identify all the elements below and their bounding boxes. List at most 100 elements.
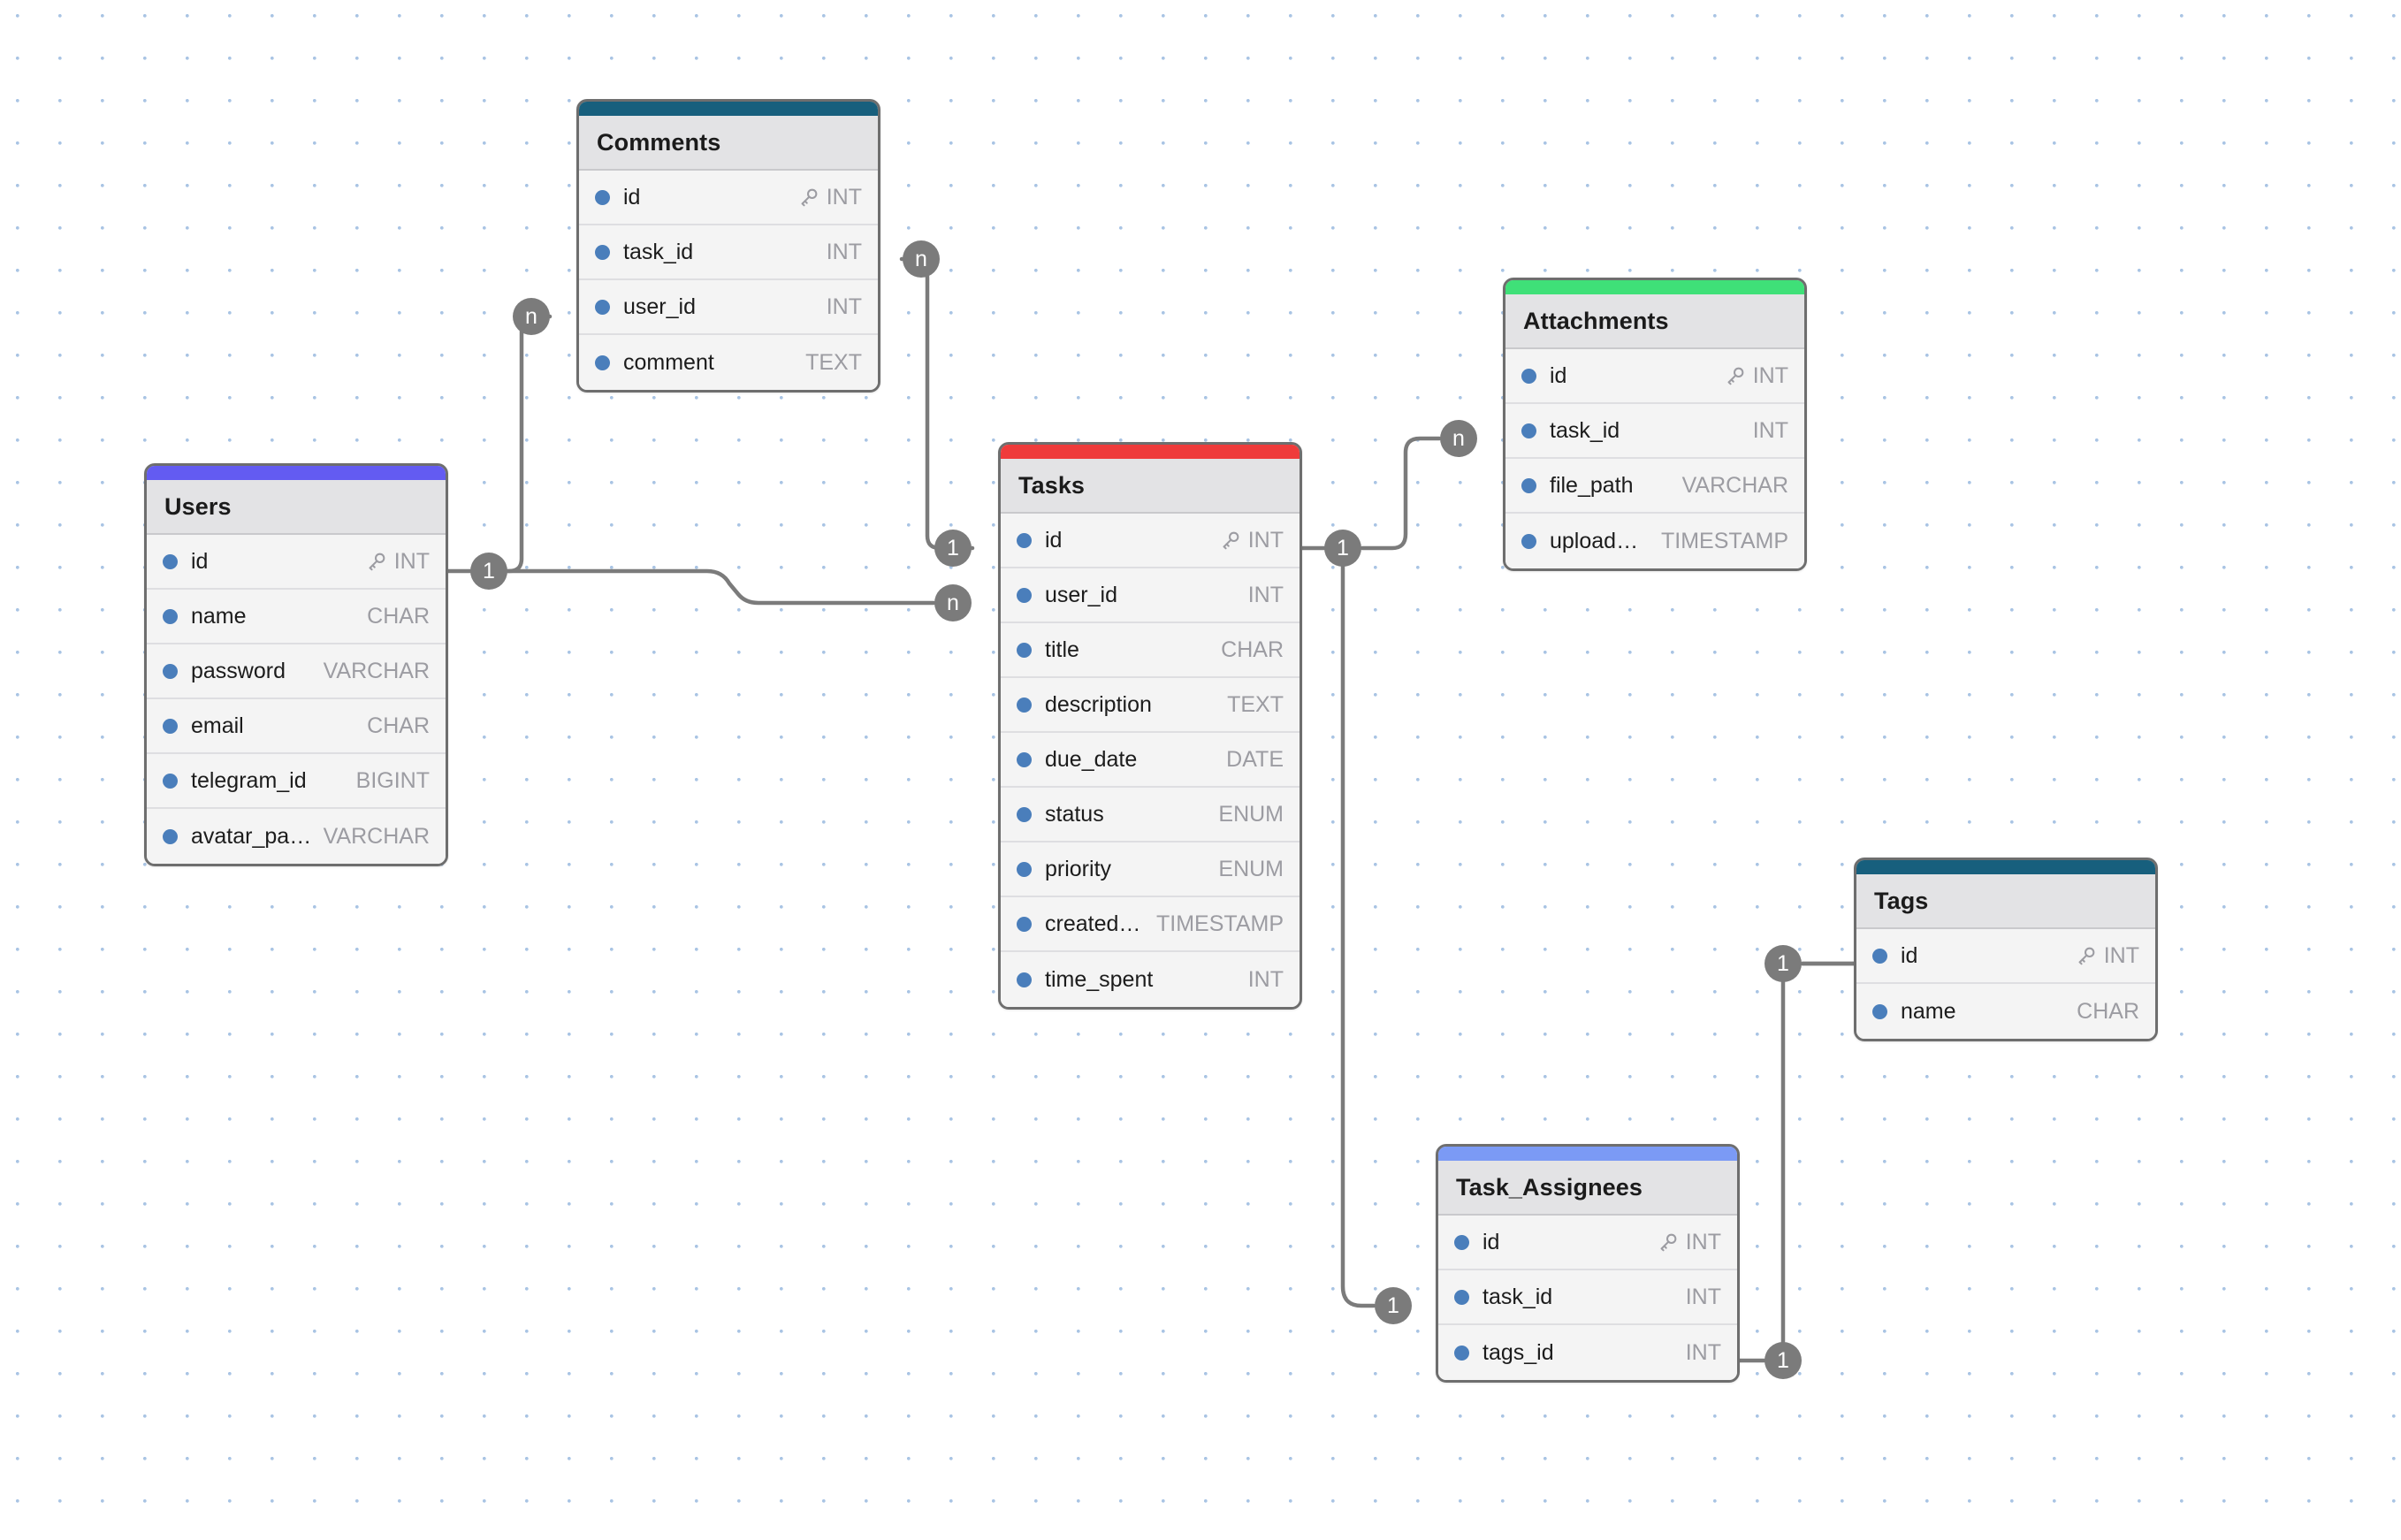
field-bullet-icon [163,663,178,679]
entity-table-title: Task_Assignees [1438,1161,1737,1216]
field-type-label: INT [1752,362,1788,388]
entity-accent-bar [147,466,446,480]
field-name: task_id [1483,1284,1553,1309]
field-type: ENUM [1218,857,1284,882]
field-bullet-icon [595,355,610,370]
field-type-label: INT [826,184,862,210]
field-type-label: CHAR [367,603,430,629]
field-type: VARCHAR [1682,473,1788,499]
field-bullet-icon [1017,587,1032,603]
cardinality-badge: 1 [1324,530,1361,567]
field-bullet-icon [1017,916,1032,932]
field-name: id [1901,942,1918,968]
field-type: TIMESTAMP [1156,911,1284,937]
entity-table-title: Comments [579,116,878,171]
field-type-label: TEXT [805,349,862,375]
field-type-label: INT [1247,966,1284,992]
field-bullet-icon [1017,972,1032,987]
field-type: INT [1686,1285,1721,1310]
field-type-label: INT [1685,1339,1721,1365]
entity-field-row[interactable]: created…TIMESTAMP [1001,897,1300,952]
field-name: task_id [1550,417,1620,443]
entity-field-row[interactable]: avatar_pa… VARCHAR [147,809,446,864]
field-type: INT [827,294,862,320]
entity-field-row[interactable]: task_id INT [1505,404,1804,459]
field-bullet-icon [1017,806,1032,822]
field-type-label: CHAR [2077,998,2139,1024]
field-type-label: VARCHAR [323,823,430,849]
primary-key-icon [797,186,820,209]
field-bullet-icon [1017,751,1032,767]
field-type: INT [827,240,862,265]
field-bullet-icon [1521,477,1536,493]
field-type: INT [1248,583,1284,608]
connector-tasks-assignees [1340,564,1376,1308]
field-type-label: INT [1685,1284,1721,1309]
field-bullet-icon [1017,697,1032,713]
field-bullet-icon [1454,1234,1469,1250]
field-bullet-icon [163,718,178,734]
field-name: name [191,603,247,629]
entity-field-row[interactable]: task_id INT [1438,1270,1737,1325]
field-type-label: VARCHAR [1681,472,1788,498]
field-type-label: INT [393,548,430,574]
connector-users-tasks [446,568,936,606]
field-type-label: INT [1247,582,1284,607]
cardinality-badge: 1 [1765,1342,1802,1379]
field-type: CHAR [1221,637,1284,663]
field-type: INT [1753,418,1788,444]
field-name: avatar_pa… [191,823,312,849]
primary-key-icon [365,550,388,573]
field-name: email [191,713,244,738]
connector-tasks-attachments [1300,436,1442,551]
field-type-label: INT [1752,417,1788,443]
connector-users-comments [486,314,553,574]
field-bullet-icon [1521,368,1536,384]
entity-table-title: Attachments [1505,294,1804,349]
field-type: INT [1657,1230,1721,1255]
entity-field-row[interactable]: upload…TIMESTAMP [1505,514,1804,568]
field-bullet-icon [163,828,178,844]
field-bullet-icon [595,244,610,260]
field-name: id [1045,527,1063,553]
field-type-label: TIMESTAMP [1661,528,1788,553]
field-type: TIMESTAMP [1661,529,1788,554]
cardinality-badge: 1 [1765,945,1802,982]
field-type-label: TIMESTAMP [1156,911,1284,936]
primary-key-icon [1219,529,1242,552]
field-type-label: INT [826,294,862,319]
field-type-label: CHAR [1221,637,1284,662]
field-name: status [1045,801,1104,827]
connector-tags-assignees [1737,961,1856,1363]
entity-field-row[interactable]: name CHAR [147,590,446,644]
